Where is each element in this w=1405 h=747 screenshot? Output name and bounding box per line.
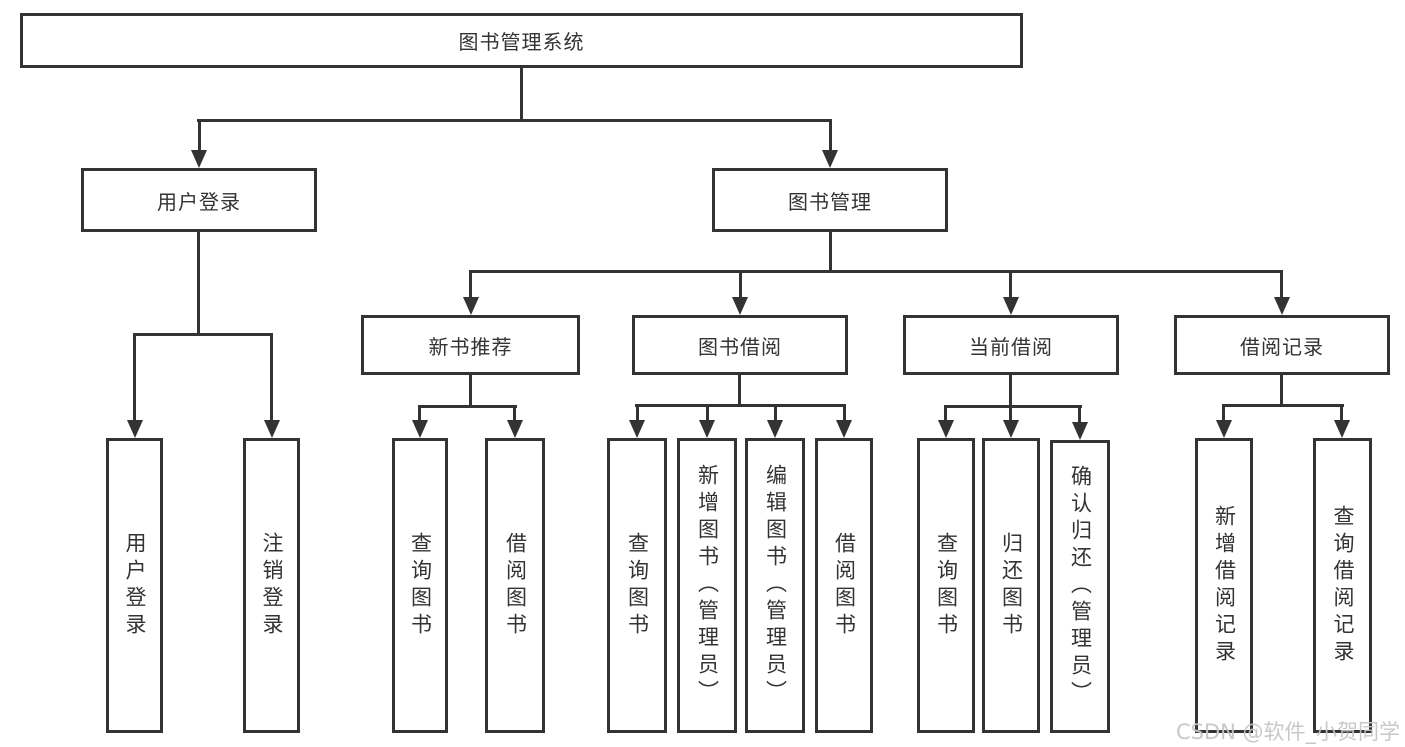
connector-stem-book-management <box>829 119 832 153</box>
connector-stem-login-user <box>133 333 136 421</box>
connector-stem-cur-return <box>1009 405 1012 422</box>
connector-root-stem <box>520 66 523 122</box>
arrowhead-bor-borrow <box>836 420 852 438</box>
node-library-system: 图书管理系统 <box>20 13 1023 68</box>
node-borrow-borrow-book: 借阅图书 <box>815 438 873 733</box>
node-login-user-login: 用户登录 <box>106 438 163 733</box>
node-recommend-borrow-book: 借阅图书 <box>485 438 545 733</box>
node-current-return-book: 归还图书 <box>982 438 1040 733</box>
node-borrow-edit-book-admin: 编辑图书（管理员） <box>745 438 805 733</box>
node-current-confirm-return-admin: 确认归还（管理员） <box>1050 440 1110 733</box>
connector-stem-bor-borrow <box>843 404 846 422</box>
connector-records-stem <box>1280 372 1283 407</box>
connector-stem-recd-add <box>1222 404 1225 422</box>
node-borrow-add-book-admin: 新增图书（管理员） <box>677 438 737 733</box>
arrowhead-current <box>1003 297 1019 315</box>
connector-records-hline <box>1222 404 1344 407</box>
arrowhead-login-logout <box>264 420 280 438</box>
node-current-borrow: 当前借阅 <box>903 315 1119 375</box>
arrowhead-records <box>1274 297 1290 315</box>
arrowhead-cur-confirm <box>1072 422 1088 440</box>
arrowhead-bor-add <box>699 420 715 438</box>
arrowhead-bor-query <box>629 420 645 438</box>
node-records-query-record: 查询借阅记录 <box>1313 438 1372 733</box>
arrowhead-book-management <box>822 150 838 168</box>
connector-stem-bor-add <box>706 404 709 422</box>
arrowhead-bor-edit <box>767 420 783 438</box>
connector-manage-stem <box>829 230 832 273</box>
node-login-logout: 注销登录 <box>243 438 300 733</box>
connector-current-hline <box>944 405 1082 408</box>
connector-stem-rec-borrow <box>513 405 516 422</box>
connector-stem-login-logout <box>270 333 273 421</box>
connector-current-stem <box>1009 372 1012 408</box>
arrowhead-user-login <box>191 150 207 168</box>
connector-level1-hline <box>197 119 831 122</box>
node-current-query-book: 查询图书 <box>917 438 975 733</box>
connector-stem-current <box>1009 270 1012 298</box>
connector-borrow-stem <box>738 372 741 407</box>
arrowhead-recd-query <box>1334 420 1350 438</box>
connector-stem-cur-query <box>944 405 947 422</box>
connector-login-hline <box>133 333 273 336</box>
arrowhead-recd-add <box>1216 420 1232 438</box>
node-user-login: 用户登录 <box>81 168 317 232</box>
connector-stem-records <box>1280 270 1283 298</box>
node-records-add-record: 新增借阅记录 <box>1195 438 1253 733</box>
arrowhead-login-user <box>127 420 143 438</box>
arrowhead-rec-borrow <box>507 420 523 438</box>
csdn-watermark: CSDN @软件_小贺同学 <box>1176 720 1401 744</box>
node-borrow-query-book: 查询图书 <box>607 438 667 733</box>
arrowhead-cur-query <box>938 420 954 438</box>
connector-stem-recommend <box>469 270 472 298</box>
node-borrow-records: 借阅记录 <box>1174 315 1390 375</box>
connector-stem-bor-query <box>636 404 639 422</box>
arrowhead-recommend <box>463 297 479 315</box>
connector-login-stem <box>197 230 200 336</box>
connector-stem-cur-confirm <box>1078 405 1081 424</box>
arrowhead-rec-query <box>412 420 428 438</box>
connector-stem-recd-query <box>1340 404 1343 422</box>
connector-stem-bor-edit <box>774 404 777 422</box>
connector-stem-rec-query <box>418 405 421 422</box>
connector-stem-user-login <box>198 119 201 153</box>
connector-recommend-stem <box>469 372 472 408</box>
connector-borrow-hline <box>635 404 846 407</box>
connector-level3-hline <box>469 270 1283 273</box>
node-recommend-query-book: 查询图书 <box>392 438 448 733</box>
connector-recommend-hline <box>418 405 517 408</box>
node-book-management: 图书管理 <box>712 168 948 232</box>
node-new-book-recommend: 新书推荐 <box>361 315 580 375</box>
arrowhead-cur-return <box>1003 420 1019 438</box>
arrowhead-borrow <box>732 297 748 315</box>
node-book-borrow: 图书借阅 <box>632 315 848 375</box>
connector-stem-borrow <box>739 270 742 298</box>
